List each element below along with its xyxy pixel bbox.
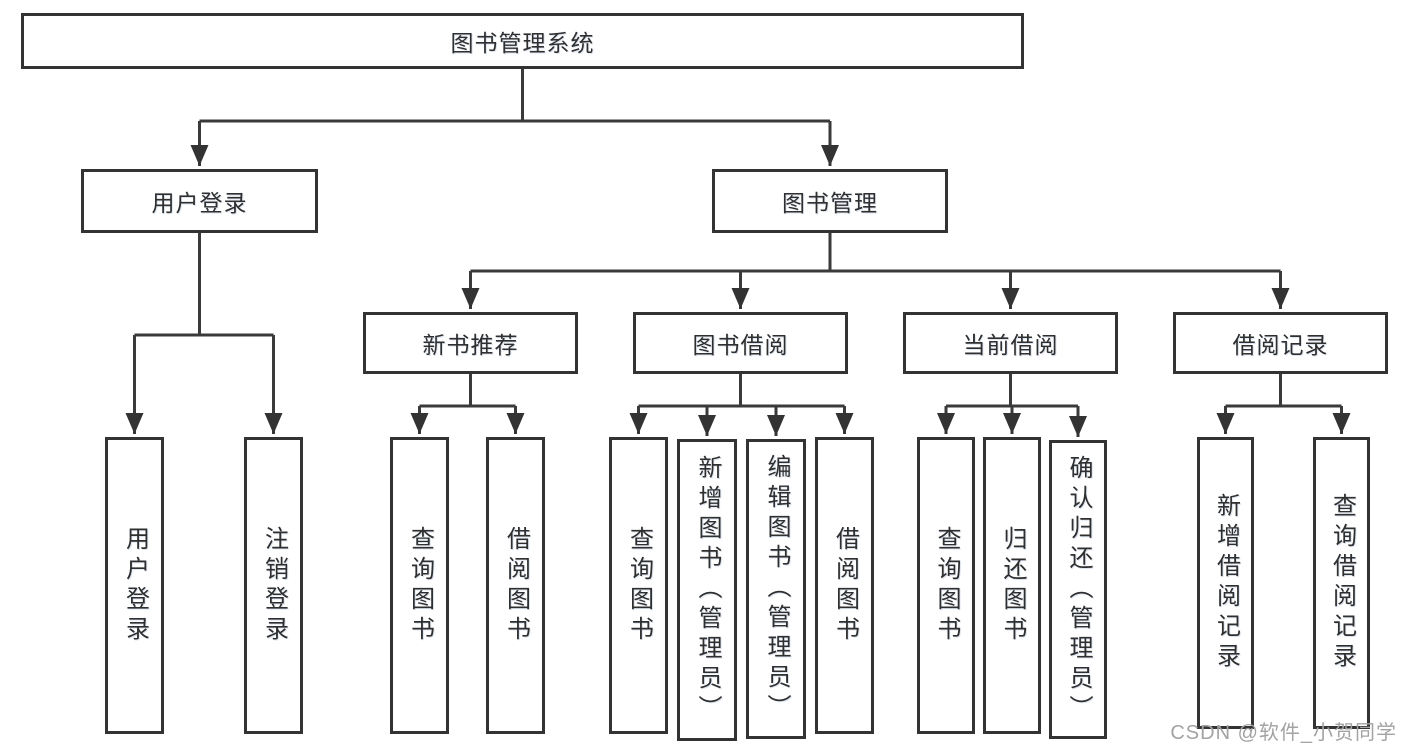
node-label: 查询图书 <box>933 525 960 646</box>
node-label: 用户登录 <box>121 525 149 646</box>
node-label: 查询借阅记录 <box>1328 493 1356 673</box>
connector-user-login-children <box>125 233 283 434</box>
node-label: 注销登录 <box>260 525 288 646</box>
node-label: 编辑图书（管理员） <box>763 454 790 724</box>
node-label: 归还图书 <box>999 525 1026 646</box>
connector-line <box>199 68 830 123</box>
node-label: 借阅记录 <box>1232 332 1329 358</box>
leaf-query-books-1: 查询图书 <box>390 437 449 734</box>
connector-line <box>1225 374 1342 408</box>
node-borrow-records: 借阅记录 <box>1173 312 1388 374</box>
leaf-confirm-return-admin: 确认归还（管理员） <box>1049 440 1107 739</box>
node-library-management-system: 图书管理系统 <box>21 13 1024 69</box>
node-label: 借阅图书 <box>502 525 530 646</box>
connector-line <box>134 233 274 337</box>
node-label: 新增借阅记录 <box>1212 493 1240 673</box>
node-current-borrow: 当前借阅 <box>903 312 1118 374</box>
connector-current-borrow-children <box>937 374 1087 437</box>
node-label: 用户登录 <box>151 190 248 216</box>
leaf-add-book-admin: 新增图书（管理员） <box>677 439 737 741</box>
connector-line <box>946 374 1078 408</box>
watermark: CSDN @软件_小贺同学 <box>1170 722 1397 744</box>
connector-book-borrow-children <box>629 374 854 436</box>
node-label: 借阅图书 <box>831 525 859 646</box>
leaf-user-login: 用户登录 <box>105 437 164 734</box>
connector-line <box>419 374 516 408</box>
connector-line <box>638 374 845 408</box>
node-label: 新增图书（管理员） <box>694 455 721 725</box>
node-user-login: 用户登录 <box>81 169 318 233</box>
node-label: 确认归还（管理员） <box>1065 454 1092 725</box>
leaf-edit-book-admin: 编辑图书（管理员） <box>746 439 806 739</box>
connector-borrow-records-children <box>1216 374 1351 434</box>
leaf-return-book: 归还图书 <box>983 437 1041 734</box>
connector-new-book-children <box>410 374 525 434</box>
leaf-logout-login: 注销登录 <box>244 437 303 734</box>
node-new-book-recommend: 新书推荐 <box>363 312 578 374</box>
node-label: 查询图书 <box>406 525 434 646</box>
leaf-query-books-2: 查询图书 <box>609 437 668 734</box>
node-label: 新书推荐 <box>422 332 519 358</box>
connector-root-to-level2 <box>190 68 839 166</box>
leaf-borrow-books-2: 借阅图书 <box>815 437 874 734</box>
leaf-query-borrow-record: 查询借阅记录 <box>1313 437 1370 729</box>
node-label: 图书借阅 <box>692 332 789 358</box>
leaf-add-borrow-record: 新增借阅记录 <box>1197 437 1254 729</box>
connector-line <box>470 233 1281 273</box>
node-book-borrow: 图书借阅 <box>633 312 848 374</box>
node-book-management: 图书管理 <box>712 169 948 233</box>
leaf-borrow-books-1: 借阅图书 <box>486 437 545 734</box>
node-label: 图书管理系统 <box>450 30 595 56</box>
node-label: 图书管理 <box>782 190 878 216</box>
node-label: 查询图书 <box>625 525 653 646</box>
leaf-query-books-3: 查询图书 <box>917 437 975 734</box>
connector-book-management-children <box>461 233 1290 309</box>
node-label: 当前借阅 <box>962 332 1059 358</box>
